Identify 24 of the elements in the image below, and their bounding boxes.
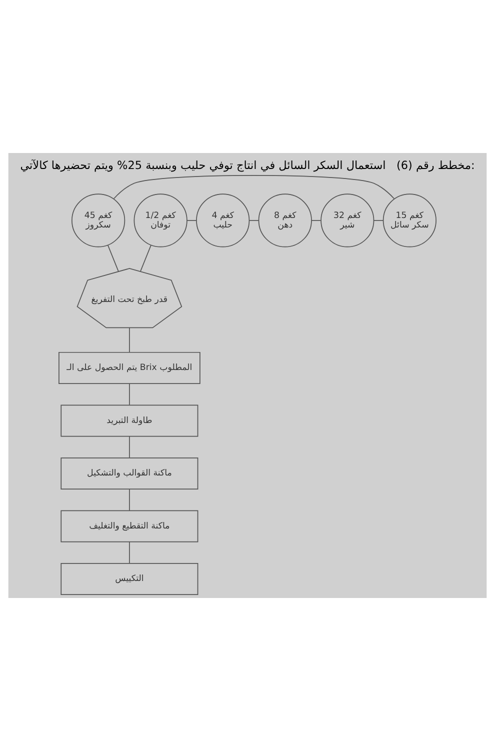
connector <box>311 220 322 221</box>
connector <box>140 244 152 272</box>
connector <box>373 220 384 221</box>
connector <box>108 244 119 272</box>
connector <box>248 220 260 221</box>
connector <box>129 541 130 564</box>
connector <box>113 175 394 200</box>
node-circle: 45 كغم سكروز <box>72 194 126 248</box>
connector <box>186 220 197 221</box>
node-circle: 4 كغم حليب <box>196 194 250 248</box>
node-box: ماكنة التقطيع والتغليف <box>60 510 198 542</box>
node-box: التكييس <box>60 562 198 595</box>
connector <box>129 436 130 458</box>
node-circle: 1/2 كغم توفان <box>134 194 188 248</box>
node-box: يتم الحصول على الـ Brix المطلوب <box>58 352 200 384</box>
connector <box>129 383 130 406</box>
diagram-title: مخطط رقم (6) استعمال السكر السائل في انتاج توفي حليب وبنسبة 25% ويتم تحضيرها كالآتي: <box>20 158 475 172</box>
connector <box>129 328 130 353</box>
node-circle: 32 كغم شير <box>320 194 374 248</box>
node-circle: 8 كغم دهن <box>258 194 312 248</box>
node-box: ماكنة القوالب والتشكيل <box>60 457 198 490</box>
node-box: طاولة التبريد <box>60 404 198 437</box>
node-circle: 15 كغم سكر سائل <box>382 194 436 248</box>
connector <box>129 488 130 511</box>
